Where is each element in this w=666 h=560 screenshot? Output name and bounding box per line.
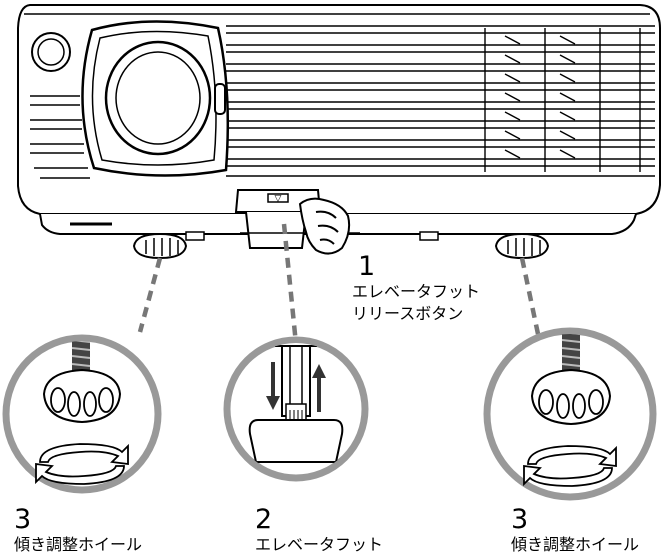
callout-2-number: 2: [255, 504, 273, 535]
leader-lines: [137, 223, 541, 345]
callout-3-right-number: 3: [511, 504, 529, 535]
lens-icon: [81, 20, 230, 177]
callout-3-left-number: 3: [14, 504, 32, 535]
hand-icon: [298, 197, 351, 255]
callout-1-line1: エレベータフット: [352, 282, 481, 301]
tilt-wheel-right: [494, 232, 550, 260]
callout-2-line1: エレベータフット: [255, 535, 384, 554]
up-arrow-icon: [312, 364, 326, 412]
detail-circle-right: [483, 327, 657, 501]
callout-3-right-line1: 傾き調整ホイール: [511, 535, 640, 554]
base-feet: [185, 231, 439, 241]
rotate-arrow-icon: [39, 443, 129, 466]
vent-grille: [30, 25, 655, 179]
rotate-arrow-icon: [527, 445, 617, 468]
button-mark: ▽: [275, 194, 282, 204]
ir-sensor-icon: [31, 32, 71, 72]
elevator-foot-release-button: ▽: [234, 189, 360, 249]
callout-1-line2: リリースボタン: [352, 304, 464, 323]
detail-circle-middle: [223, 336, 369, 482]
tilt-wheel-left: [132, 232, 188, 260]
callout-3-left-line1: 傾き調整ホイール: [14, 535, 143, 554]
down-arrow-icon: [266, 362, 280, 410]
detail-circle-left: [2, 334, 162, 494]
callout-1-number: 1: [358, 251, 376, 282]
